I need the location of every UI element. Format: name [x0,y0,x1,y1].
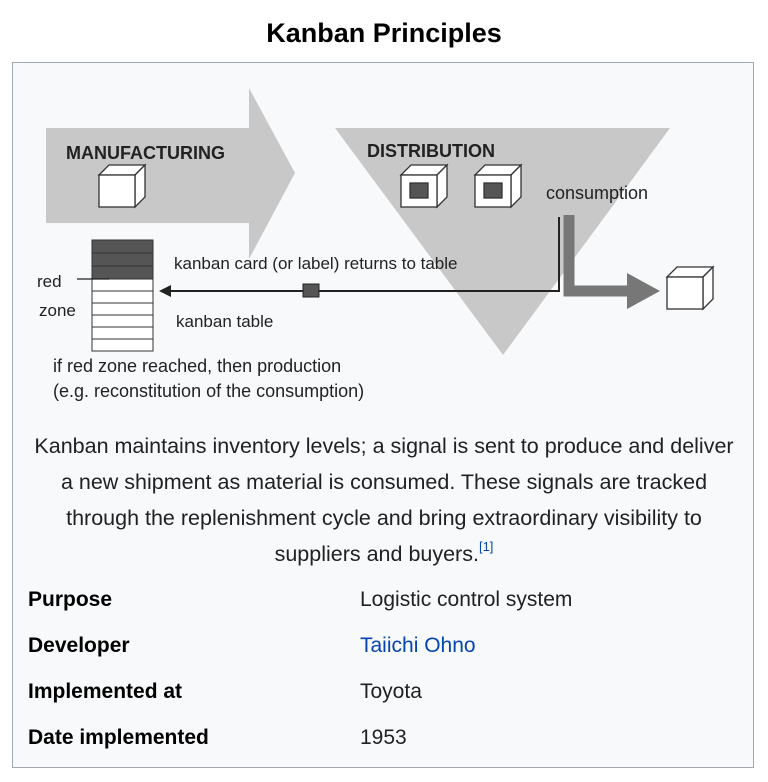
zone-label: zone [39,301,76,320]
manufacturing-box-icon [97,163,147,209]
kanban-table-label: kanban table [176,312,273,331]
kanban-card-label: kanban card (or label) returns to table [174,254,458,273]
infobox-row-implemented-at: Implemented at Toyota [28,680,728,712]
distribution-triangle-shape [335,128,670,355]
manufacturing-label: MANUFACTURING [66,143,225,163]
infobox-label: Implemented at [28,680,183,703]
consumption-arrow [563,215,660,309]
note-line-1: if red zone reached, then production [53,356,341,376]
caption-text: Kanban maintains inventory levels; a sig… [34,434,734,566]
infobox-title: Kanban Principles [266,18,502,48]
infobox-row-date-implemented: Date implemented 1953 [28,726,728,758]
distribution-label: DISTRIBUTION [367,141,495,161]
diagram-caption: Kanban maintains inventory levels; a sig… [30,428,738,572]
distribution-box-icon [399,163,449,209]
kanban-diagram: MANUFACTURING DISTRIBUTION consumption k… [37,88,715,401]
consumed-box-icon [665,265,715,311]
manufacturing-arrow-shape [46,88,295,259]
kanban-table-icon [91,239,154,352]
infobox-row-purpose: Purpose Logistic control system [28,588,728,620]
kanban-return-line [159,217,560,298]
distribution-box-icon [473,163,523,209]
infobox-row-developer: Developer Taiichi Ohno [28,634,728,666]
infobox-value: Logistic control system [360,588,573,611]
infobox-label: Date implemented [28,726,209,749]
developer-link[interactable]: Taiichi Ohno [360,634,476,657]
infobox-label: Developer [28,634,130,657]
infobox-label: Purpose [28,588,113,611]
citation-link[interactable]: [1] [478,539,494,554]
infobox-value: Toyota [360,680,422,703]
red-label: red [37,272,62,291]
consumption-label: consumption [546,183,648,203]
infobox-value: 1953 [360,726,407,749]
note-line-2: (e.g. reconstitution of the consumption) [53,381,364,401]
